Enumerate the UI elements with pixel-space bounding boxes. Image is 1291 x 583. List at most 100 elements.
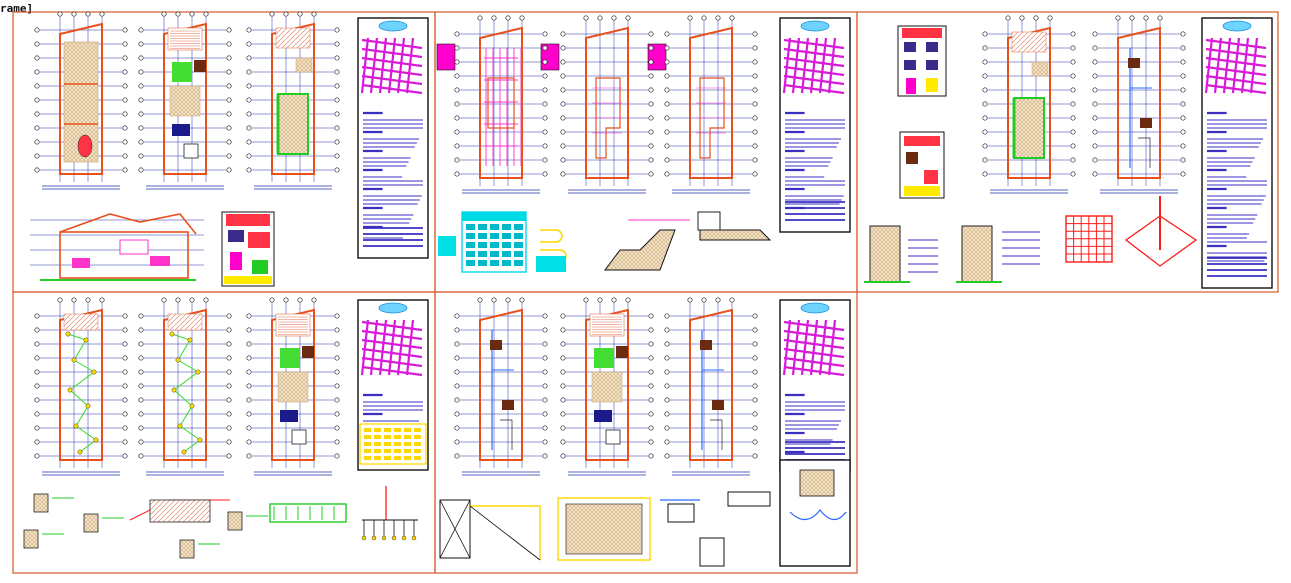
footing-details [864, 225, 1040, 283]
company-logo-icon [800, 302, 830, 314]
grid-bubble [138, 97, 144, 103]
grid-bubble [715, 15, 721, 21]
grid-bubble [226, 83, 232, 89]
slab-outline [487, 77, 515, 129]
legend-cell [394, 442, 401, 446]
beam-outline [699, 77, 725, 159]
facade-band [904, 136, 940, 146]
grid-bubble [648, 101, 654, 107]
grid-bubble [138, 313, 144, 319]
grid-bubble [122, 111, 128, 117]
grid-bubble [648, 453, 654, 459]
grid-bubble [752, 143, 758, 149]
furniture-block [302, 346, 314, 358]
grid-bubble [226, 111, 232, 117]
bathroom-fixture [605, 429, 621, 445]
grid-bubble [226, 125, 232, 131]
schedule-cell [490, 233, 499, 239]
side-facade [899, 131, 945, 199]
grid-bubble [334, 97, 340, 103]
grid-bubble [1070, 87, 1076, 93]
grid-bubble [246, 425, 252, 431]
grid-bubble [664, 45, 670, 51]
ground-band [224, 276, 272, 284]
map-street [387, 319, 397, 376]
grid-bubble [752, 341, 758, 347]
grid-bubble [560, 157, 566, 163]
outlet-icon [197, 437, 203, 443]
legend-cell [414, 442, 421, 446]
grid-bubble [752, 439, 758, 445]
grid-bubble [1180, 73, 1186, 79]
lot-outline [689, 308, 733, 461]
legend-cell [364, 435, 371, 439]
terrace-tile [1013, 97, 1045, 159]
stair-hatch [295, 57, 313, 73]
grid-bubble [454, 157, 460, 163]
grid-bubble [122, 383, 128, 389]
grid-bubble [542, 101, 548, 107]
front-elevation [221, 211, 275, 287]
grid-bubble [982, 129, 988, 135]
grid-bubble [1047, 15, 1053, 21]
fixture-block [1128, 58, 1140, 68]
roof-profile [59, 213, 197, 235]
grid-bubble [138, 439, 144, 445]
map-street [405, 37, 415, 94]
grid-bubble [334, 341, 340, 347]
fixture-block [1140, 118, 1152, 128]
grid-bubble [334, 41, 340, 47]
grid-bubble [138, 397, 144, 403]
grid-bubble [982, 87, 988, 93]
grid-bubble [560, 45, 566, 51]
legend-cell [414, 449, 421, 453]
legend-cell [414, 456, 421, 460]
grid-bubble [226, 167, 232, 173]
circuit-route [67, 333, 97, 453]
window-magenta [72, 258, 90, 268]
grid-bubble [454, 439, 460, 445]
grid-bubble [625, 297, 631, 303]
grid-bubble [1115, 15, 1121, 21]
map-street [361, 74, 423, 86]
lot-outline [479, 308, 523, 461]
outlet-icon [65, 331, 71, 337]
grid-bubble [560, 411, 566, 417]
lot-outline [271, 308, 315, 461]
sheet-border [434, 291, 858, 574]
rebar-hook-detail [536, 229, 567, 272]
grid-bubble [729, 297, 735, 303]
key-plan-thumbnail [436, 43, 456, 71]
grid-bubble [334, 397, 340, 403]
grid-bubble [246, 383, 252, 389]
siphon-detail [789, 509, 847, 521]
grid-bubble [752, 73, 758, 79]
grid-bubble [334, 27, 340, 33]
ground-band [904, 186, 940, 196]
grid-bubble [122, 439, 128, 445]
grid-bubble [34, 425, 40, 431]
grid-bubble [334, 83, 340, 89]
bathroom-fixture [183, 143, 199, 159]
fixture-block [712, 400, 724, 410]
grid-bubble [85, 297, 91, 303]
grid-bubble [138, 411, 144, 417]
grid-bubble [138, 355, 144, 361]
grid-bubble [664, 439, 670, 445]
grid-bubble [560, 129, 566, 135]
map-street [360, 319, 370, 376]
map-street [378, 319, 388, 376]
fixture-block [490, 340, 502, 350]
grid-bubble [1070, 157, 1076, 163]
schedule-cell [466, 242, 475, 248]
stair-hatch [167, 27, 203, 51]
grid-bubble [982, 143, 988, 149]
grid-bubble [34, 341, 40, 347]
room-floor-hatch [169, 85, 201, 117]
map-street [396, 37, 406, 94]
grid-bubble [752, 355, 758, 361]
grid-bubble [99, 11, 105, 17]
grid-bubble [752, 87, 758, 93]
legend-cell [374, 435, 381, 439]
